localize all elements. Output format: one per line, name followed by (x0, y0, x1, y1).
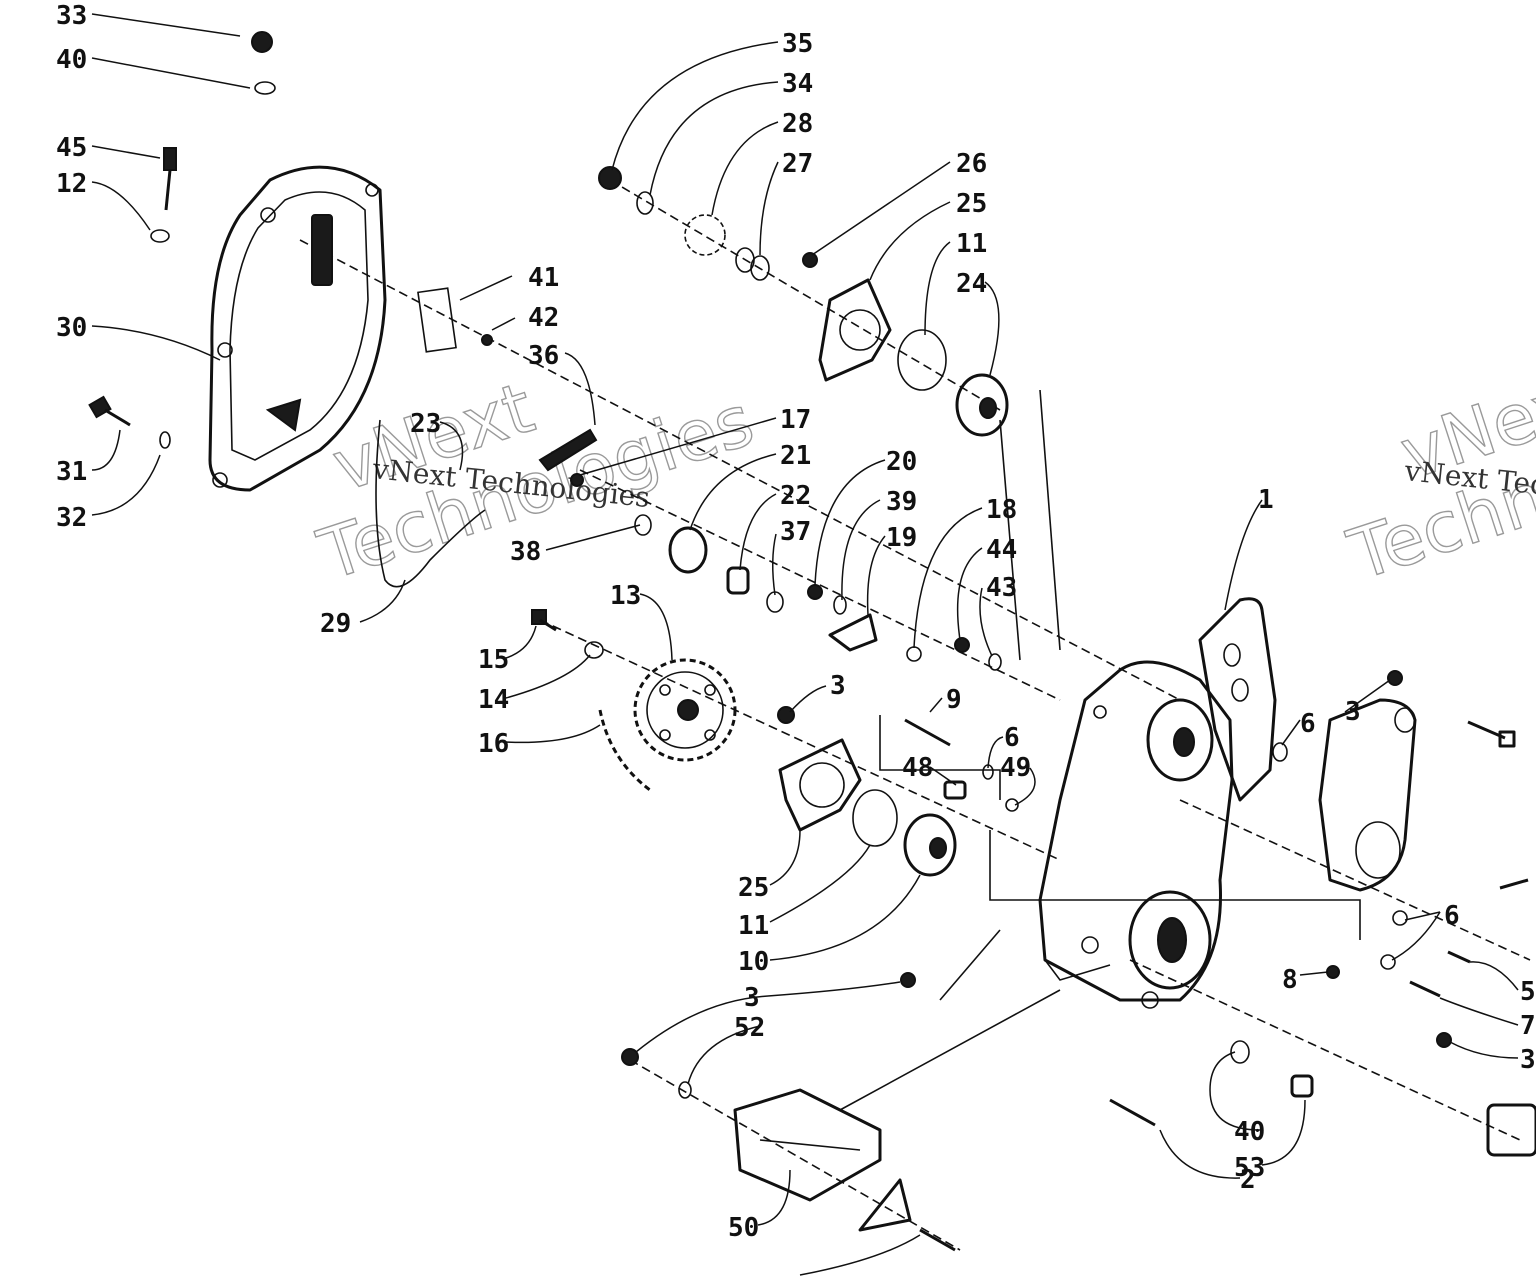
callout-2: 2 (1240, 1165, 1256, 1195)
callout-43: 43 (986, 573, 1017, 603)
callout-42: 42 (528, 303, 559, 333)
callout-33: 33 (56, 1, 87, 31)
callout-5: 5 (1520, 977, 1536, 1007)
callout-14: 14 (478, 685, 509, 715)
callout-44: 44 (986, 535, 1017, 565)
callout-39: 39 (886, 487, 917, 517)
callout-28: 28 (782, 109, 813, 139)
callout-16: 16 (478, 729, 509, 759)
callout-3-d: 3 (1520, 1045, 1536, 1075)
callout-53: 53 (1234, 1153, 1265, 1183)
callout-34: 34 (782, 69, 813, 99)
callout-11-b: 11 (738, 911, 769, 941)
callout-3-c: 3 (744, 983, 760, 1013)
upper-shaft-parts (598, 166, 1009, 437)
callout-7: 7 (1520, 1011, 1536, 1041)
assembly-axes (299, 179, 1531, 1251)
callout-18: 18 (986, 495, 1017, 525)
callout-40-b: 40 (1234, 1117, 1265, 1147)
callout-3-b: 3 (1345, 697, 1361, 727)
callout-6: 6 (1004, 723, 1020, 753)
callout-23: 23 (410, 409, 441, 439)
callout-50: 50 (728, 1213, 759, 1243)
callout-41: 41 (528, 263, 559, 293)
callout-6-c: 6 (1444, 901, 1460, 931)
callout-35: 35 (782, 29, 813, 59)
callout-32: 32 (56, 503, 87, 533)
middle-shaft-parts (538, 428, 1002, 671)
callout-36: 36 (528, 341, 559, 371)
lower-bearing-parts (777, 706, 1019, 877)
callout-8: 8 (1282, 965, 1298, 995)
callout-3: 3 (830, 671, 846, 701)
leader-lines (91, 13, 1519, 1276)
gear-sprocket (531, 609, 737, 792)
callout-1: 1 (1258, 485, 1274, 515)
callout-11: 11 (956, 229, 987, 259)
bottom-parts (621, 972, 1314, 1252)
callout-19: 19 (886, 523, 917, 553)
callout-6-b: 6 (1300, 709, 1316, 739)
callout-37: 37 (780, 517, 811, 547)
callout-52: 52 (734, 1013, 765, 1043)
callout-49: 49 (1000, 753, 1031, 783)
callout-9: 9 (946, 685, 962, 715)
callout-15: 15 (478, 645, 509, 675)
callout-10: 10 (738, 947, 769, 977)
callout-12: 12 (56, 169, 87, 199)
callout-45: 45 (56, 133, 87, 163)
callout-20: 20 (886, 447, 917, 477)
watermark-right: vNext Technologies (1338, 353, 1536, 597)
callout-29: 29 (320, 609, 351, 639)
callout-22: 22 (780, 481, 811, 511)
callout-17: 17 (780, 405, 811, 435)
callout-48: 48 (902, 753, 933, 783)
callout-24: 24 (956, 269, 987, 299)
callout-31: 31 (56, 457, 87, 487)
chain-case-housing (1038, 597, 1277, 1009)
callout-27: 27 (782, 149, 813, 179)
chain-case-cover (208, 165, 387, 492)
callout-30: 30 (56, 313, 87, 343)
callout-26: 26 (956, 149, 987, 179)
callout-25-b: 25 (738, 873, 769, 903)
callout-40: 40 (56, 45, 87, 75)
cover-hardware (88, 31, 493, 588)
callout-21: 21 (780, 441, 811, 471)
right-bracket (1272, 670, 1536, 1157)
callout-25: 25 (956, 189, 987, 219)
callout-labels: 33 40 45 12 30 31 32 29 23 41 42 36 35 3… (56, 1, 1536, 1243)
callout-13: 13 (610, 581, 641, 611)
callout-38: 38 (510, 537, 541, 567)
